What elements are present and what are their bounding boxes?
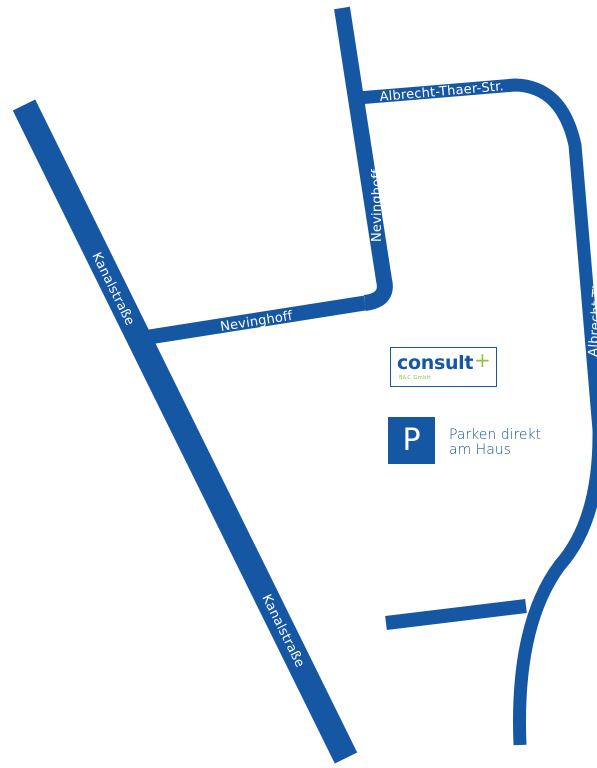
road-albrecht-thaer: [357, 78, 597, 746]
logo-subtitle: B&C GmbH: [399, 375, 432, 381]
parking-caption: Parken direkt am Haus: [449, 428, 589, 458]
road-nevinghoff-horizontal: [141, 295, 367, 346]
street-label-nevinghoff-vertical: Nevinghoff: [370, 169, 385, 242]
road-kanalstrasse: [12, 99, 358, 764]
parking-symbol: P: [402, 423, 421, 458]
parking-sign-icon: P: [388, 417, 435, 464]
consult-logo: consult + B&C GmbH: [390, 347, 497, 387]
plus-icon: +: [474, 348, 491, 372]
road-nevinghoff-vertical: [334, 6, 393, 311]
road-connector: [385, 599, 527, 630]
street-label-albrecht-thaer-right: Albrecht-Thaer-Str.: [586, 232, 597, 357]
parking-line-1: Parken direkt: [449, 427, 542, 443]
parking-line-2: am Haus: [449, 442, 511, 458]
logo-wordmark: consult: [397, 352, 474, 374]
street-label-albrecht-thaer-top: Albrecht-Thaer-Str.: [379, 79, 504, 105]
